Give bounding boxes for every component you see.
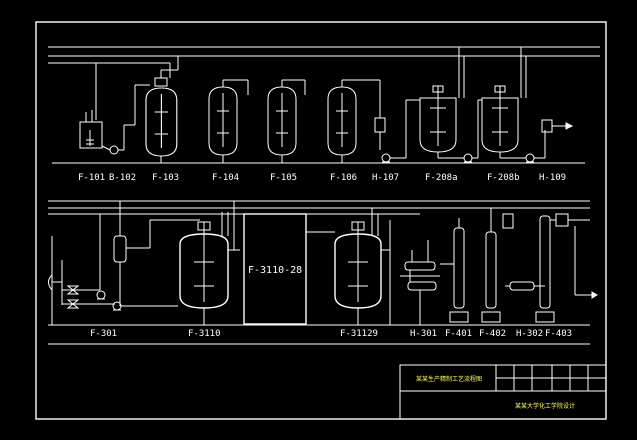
label-f31129: F-31129 bbox=[340, 329, 378, 339]
label-f208b: F-208b bbox=[487, 173, 520, 183]
column-f401 bbox=[440, 218, 469, 323]
condenser-h301 bbox=[400, 240, 440, 325]
unit-center-label: F-3110-28 bbox=[248, 265, 302, 276]
label-f401: F-401 bbox=[445, 329, 472, 339]
label-b102: B-102 bbox=[109, 173, 136, 183]
exchanger-h302 bbox=[505, 281, 545, 291]
top-equipment-labels: F-101 B-102 F-103 F-104 F-105 F-106 H-10… bbox=[78, 173, 566, 183]
feed-f301 bbox=[48, 201, 200, 311]
label-f106: F-106 bbox=[330, 173, 357, 183]
reactor-f103 bbox=[145, 56, 179, 163]
reactor-f3110 bbox=[179, 201, 240, 325]
label-f103: F-103 bbox=[152, 173, 179, 183]
top-header-lines bbox=[48, 46, 600, 164]
title-block: 某某生产精制工艺流程图 某某大学化工学院设计 bbox=[399, 364, 607, 420]
label-h109: H-109 bbox=[539, 173, 566, 183]
filter-h109 bbox=[541, 119, 574, 133]
label-h301: H-301 bbox=[410, 329, 437, 339]
column-f402 bbox=[481, 207, 514, 323]
label-f105: F-105 bbox=[270, 173, 297, 183]
filter-h107 bbox=[374, 99, 420, 163]
title-block-right-text: 某某大学化工学院设计 bbox=[515, 402, 575, 410]
tank-f106 bbox=[327, 79, 381, 163]
label-f101: F-101 bbox=[78, 173, 105, 183]
label-f104: F-104 bbox=[212, 173, 239, 183]
label-h302: H-302 bbox=[516, 329, 543, 339]
reactor-f208a bbox=[419, 47, 482, 163]
reactor-f31129 bbox=[306, 208, 391, 325]
tank-f104 bbox=[208, 79, 249, 163]
reactor-f208b bbox=[481, 47, 546, 163]
title-block-left-text: 某某生产精制工艺流程图 bbox=[416, 375, 482, 383]
label-f403: F-403 bbox=[545, 329, 572, 339]
drawing-frame bbox=[35, 21, 607, 420]
bottom-equipment-labels: F-301 F-3110 F-31129 H-301 F-401 F-402 H… bbox=[90, 329, 572, 339]
tank-f101 bbox=[79, 63, 103, 149]
pump-b102 bbox=[101, 84, 150, 155]
label-f208a: F-208a bbox=[425, 173, 458, 183]
bottom-header-lines bbox=[48, 200, 590, 345]
label-f301: F-301 bbox=[90, 329, 117, 339]
column-f403 bbox=[535, 207, 598, 323]
label-f3110: F-3110 bbox=[188, 329, 221, 339]
label-f402: F-402 bbox=[479, 329, 506, 339]
unit-f3110-28: F-3110-28 bbox=[243, 213, 307, 325]
label-h107: H-107 bbox=[372, 173, 399, 183]
tank-f105 bbox=[267, 79, 306, 163]
